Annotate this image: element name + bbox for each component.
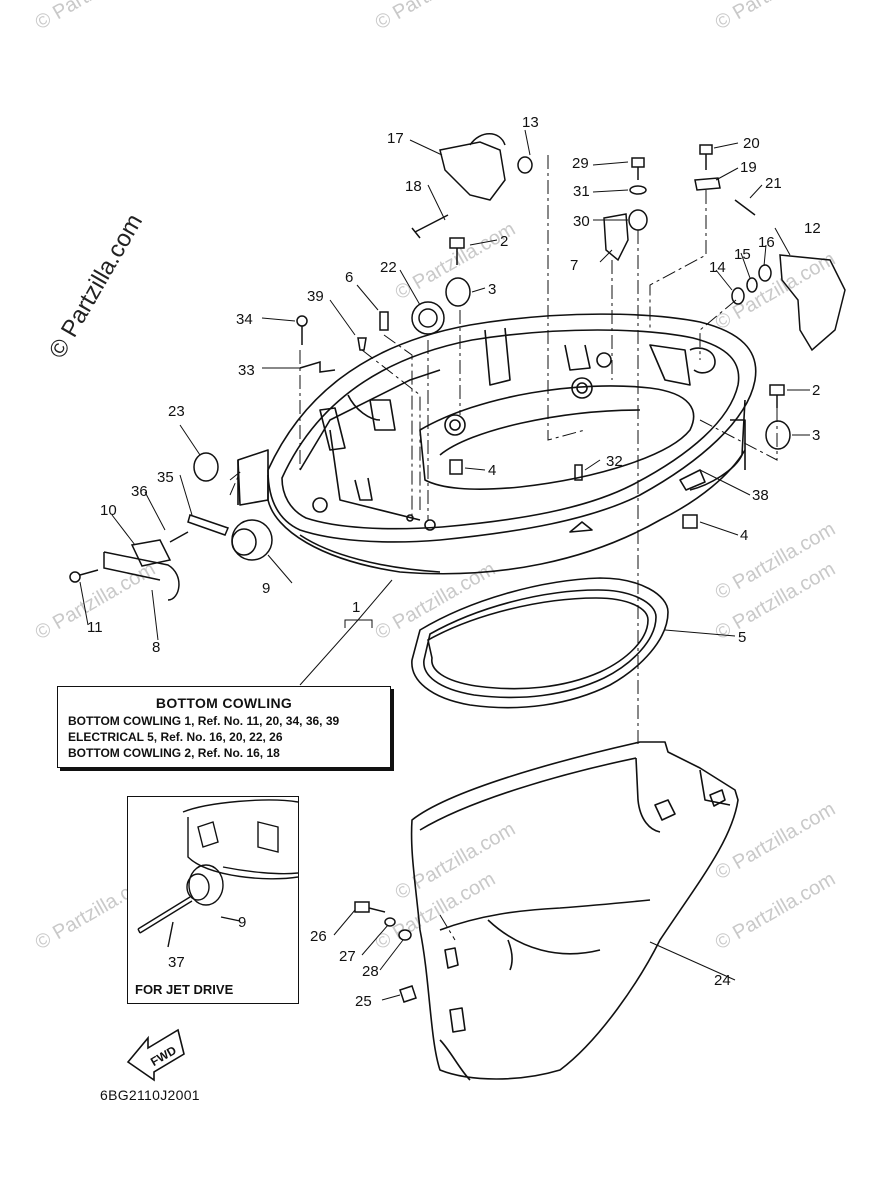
callout-label: 20 — [743, 135, 760, 152]
callout-label: 27 — [339, 948, 356, 965]
callout-label: 2 — [500, 233, 508, 250]
inset-label: 37 — [168, 954, 185, 971]
callout-layer: 1223344567891011121314151617181920212223… — [87, 114, 821, 1010]
callout-label: 39 — [307, 288, 324, 305]
watermark-text: © Partzilla.com — [712, 798, 840, 884]
legend-box: BOTTOM COWLING BOTTOM COWLING 1, Ref. No… — [57, 686, 391, 768]
callout-label: 3 — [812, 427, 820, 444]
callout-label: 31 — [573, 183, 590, 200]
callout-label: 14 — [709, 259, 726, 276]
callout-label: 38 — [752, 487, 769, 504]
callout-label: 15 — [734, 246, 751, 263]
diagram-code: 6BG2110J2001 — [100, 1087, 200, 1103]
callout-label: 18 — [405, 178, 422, 195]
callout-label: 11 — [87, 619, 103, 636]
leader-lines — [79, 129, 810, 1001]
watermark-text: © Partzilla.com — [372, 0, 500, 34]
callout-label: 16 — [758, 234, 775, 251]
callout-label: 3 — [488, 281, 496, 298]
callout-label: 4 — [740, 527, 748, 544]
callout-label: 10 — [100, 502, 117, 519]
callout-label: 28 — [362, 963, 379, 980]
inset-title: FOR JET DRIVE — [135, 982, 234, 997]
small-parts — [69, 133, 846, 1003]
callout-label: 12 — [804, 220, 821, 237]
callout-label: 21 — [765, 175, 782, 192]
callout-label: 6 — [345, 269, 353, 286]
watermark-text: © Partzilla.com — [392, 218, 520, 304]
legend-row: BOTTOM COWLING 2, Ref. No. 16, 18 — [68, 746, 280, 760]
bottom-cowling-lower — [410, 741, 739, 1081]
bottom-cowling-upper — [237, 313, 757, 575]
callout-label: 34 — [236, 311, 253, 328]
callout-label: 8 — [152, 639, 160, 656]
callout-label: 5 — [738, 629, 746, 646]
callout-label: 9 — [262, 580, 270, 597]
side-watermark: © Partzilla.com — [44, 209, 148, 363]
jet-drive-inset: 9 37 FOR JET DRIVE — [127, 796, 299, 1004]
callout-label: 23 — [168, 403, 185, 420]
callout-label: 36 — [131, 483, 148, 500]
callout-label: 30 — [573, 213, 590, 230]
legend-row: BOTTOM COWLING 1, Ref. No. 11, 20, 34, 3… — [68, 714, 340, 728]
fwd-arrow: FWD — [126, 1028, 185, 1082]
callout-label: 26 — [310, 928, 327, 945]
callout-label: 25 — [355, 993, 372, 1010]
callout-label: 35 — [157, 469, 174, 486]
watermark-text: © Partzilla.com — [712, 0, 840, 34]
legend-row: ELECTRICAL 5, Ref. No. 16, 20, 22, 26 — [68, 730, 283, 744]
callout-label: 29 — [572, 155, 589, 172]
inset-label: 9 — [238, 914, 246, 931]
watermark-text: © Partzilla.com — [712, 248, 840, 334]
callout-label: 1 — [352, 599, 360, 616]
callout-label: 2 — [812, 382, 820, 399]
callout-label: 17 — [387, 130, 404, 147]
callout-label: 13 — [522, 114, 539, 131]
callout-label: 33 — [238, 362, 255, 379]
inset-drawing: 9 37 — [137, 799, 298, 971]
callout-label: 4 — [488, 462, 496, 479]
watermark-text: © Partzilla.com — [32, 0, 160, 34]
watermark-text: © Partzilla.com — [712, 868, 840, 954]
legend-title: BOTTOM COWLING — [155, 695, 293, 711]
callout-label: 7 — [570, 257, 578, 274]
callout-label: 19 — [740, 159, 757, 176]
callout-label: 22 — [380, 259, 397, 276]
callout-label: 24 — [714, 972, 731, 989]
gasket-seal — [411, 577, 669, 709]
callout-label: 32 — [606, 453, 623, 470]
